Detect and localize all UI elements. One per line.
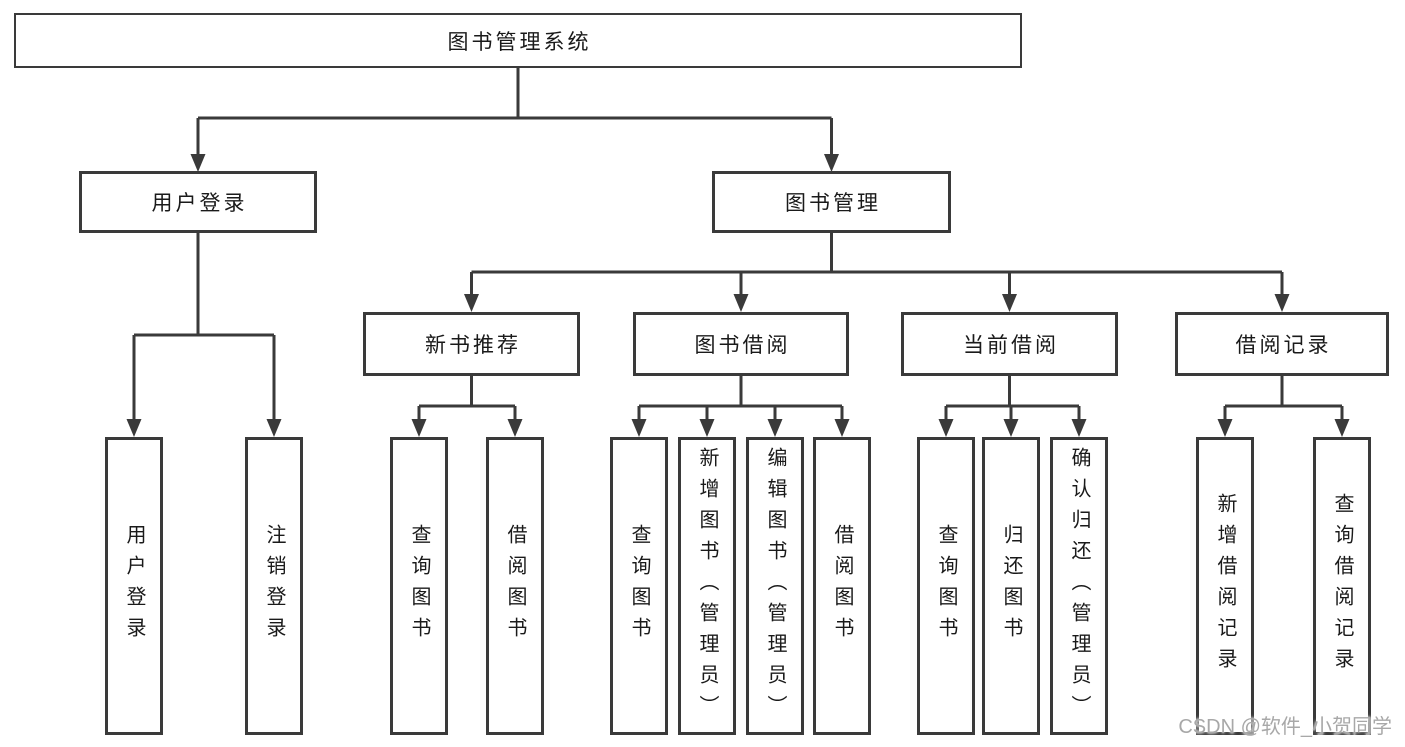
node-new-book-recommend: 新书推荐 [363,312,580,376]
arrowhead [824,154,839,172]
node-book-management: 图书管理 [712,171,951,233]
connector-root-split [196,68,833,158]
arrowhead [1071,419,1087,437]
arrowhead [834,419,850,437]
connector-recommend-split [417,376,517,423]
arrowhead [507,419,523,437]
connector-current-split [944,376,1081,423]
node-user-login: 用户登录 [79,171,317,233]
arrowhead [190,154,206,172]
arrowhead [733,294,749,312]
node-system-root: 图书管理系统 [14,13,1022,68]
arrowhead [266,419,282,437]
csdn-watermark: CSDN @软件_小贺同学 [1178,716,1392,738]
connector-management-split [470,233,1284,298]
connector-login-split [132,233,276,423]
leaf-user-login: 用户登录 [105,437,163,735]
arrowhead [699,419,715,437]
connector-borrow-split [637,376,844,423]
arrowhead [126,419,142,437]
arrowhead [411,419,427,437]
node-current-borrow: 当前借阅 [901,312,1118,376]
node-borrow-records: 借阅记录 [1175,312,1389,376]
arrowhead [1334,419,1350,437]
leaf-query-books-recommend: 查询图书 [390,437,448,735]
leaf-query-borrow-record: 查询借阅记录 [1313,437,1371,735]
leaf-logout: 注销登录 [245,437,303,735]
arrowhead [1217,419,1233,437]
leaf-confirm-return-admin: 确认归还（管理员） [1050,437,1108,735]
leaf-query-books-current: 查询图书 [917,437,975,735]
node-book-borrow: 图书借阅 [633,312,849,376]
arrowhead [938,419,954,437]
leaf-borrow-books: 借阅图书 [813,437,871,735]
leaf-query-books-borrow: 查询图书 [610,437,668,735]
arrowhead [1003,419,1019,437]
arrowhead [464,294,479,312]
leaf-add-books-admin: 新增图书（管理员） [678,437,736,735]
leaf-add-borrow-record: 新增借阅记录 [1196,437,1254,735]
leaf-return-books: 归还图书 [982,437,1040,735]
connector-records-split [1223,376,1344,423]
arrowhead [767,419,783,437]
leaf-edit-books-admin: 编辑图书（管理员） [746,437,804,735]
arrowhead [631,419,647,437]
leaf-borrow-books-recommend: 借阅图书 [486,437,544,735]
arrowhead [1274,294,1290,312]
arrowhead [1002,294,1017,312]
